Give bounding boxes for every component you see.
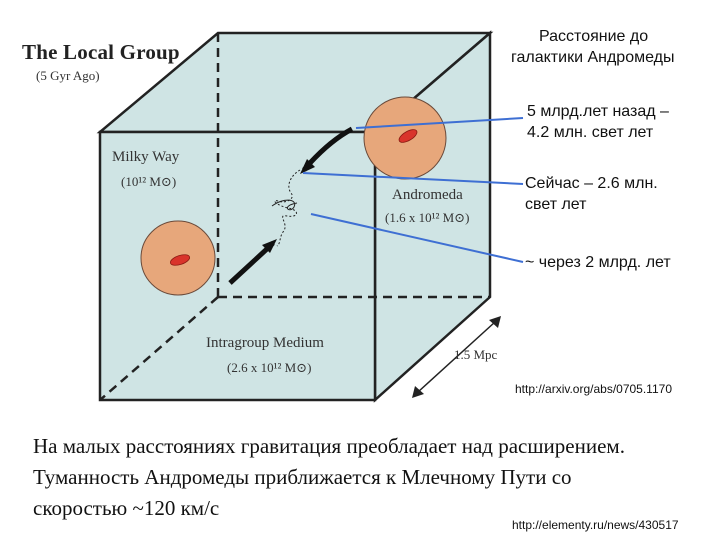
milky-way-core [169,254,191,266]
andromeda-core [398,129,418,143]
caption-line3: скоростью ~120 км/с [33,496,220,520]
merger-swirl [271,199,298,211]
future-label: ~ через 2 млрд. лет [525,254,671,271]
milky-way-mass: (10¹² M⊙) [121,174,177,189]
scale-label: 1.5 Mpc [454,347,498,362]
now-distance-line2: свет лет [525,196,587,213]
pointer-line-future [310,213,524,263]
cube-hidden-edge-diagonal [99,296,219,401]
andromeda-mass: (1.6 x 10¹² M⊙) [385,210,470,225]
scale-arrow-head-bottom [412,386,424,398]
source-arxiv: http://arxiv.org/abs/0705.1170 [515,382,672,396]
andromeda-label: Andromeda [392,187,463,203]
scale-arrow-line [417,321,496,393]
milky-way-arrow-head [262,239,277,253]
pointer-line-now [302,172,524,185]
past-distance-line1: 5 млрд.лет назад – [527,103,669,120]
header-line1: Расстояние до [539,28,649,45]
caption: На малых расстояниях гравитация преоблад… [33,431,720,524]
milky-way-label: Milky Way [112,149,180,165]
caption-line1: На малых расстояниях гравитация преоблад… [33,434,625,458]
scale-arrow-head-top [489,316,501,328]
caption-line2: Туманность Андромеды приближается к Млеч… [33,465,572,489]
pointer-line-past [355,117,524,129]
header-line2: галактики Андромеды [511,49,675,66]
diagram-subtitle: (5 Gyr Ago) [36,68,100,83]
intragroup-medium-label: Intragroup Medium [206,335,324,351]
past-distance-line2: 4.2 млн. свет лет [527,124,654,141]
andromeda-arrow-head [300,159,315,174]
intragroup-medium-mass: (2.6 x 10¹² M⊙) [227,360,312,375]
diagram-title: The Local Group [22,40,180,64]
merger-trajectory [274,169,301,247]
source-elementy: http://elementy.ru/news/430517 [512,518,679,532]
now-distance-line1: Сейчас – 2.6 млн. [525,175,658,192]
